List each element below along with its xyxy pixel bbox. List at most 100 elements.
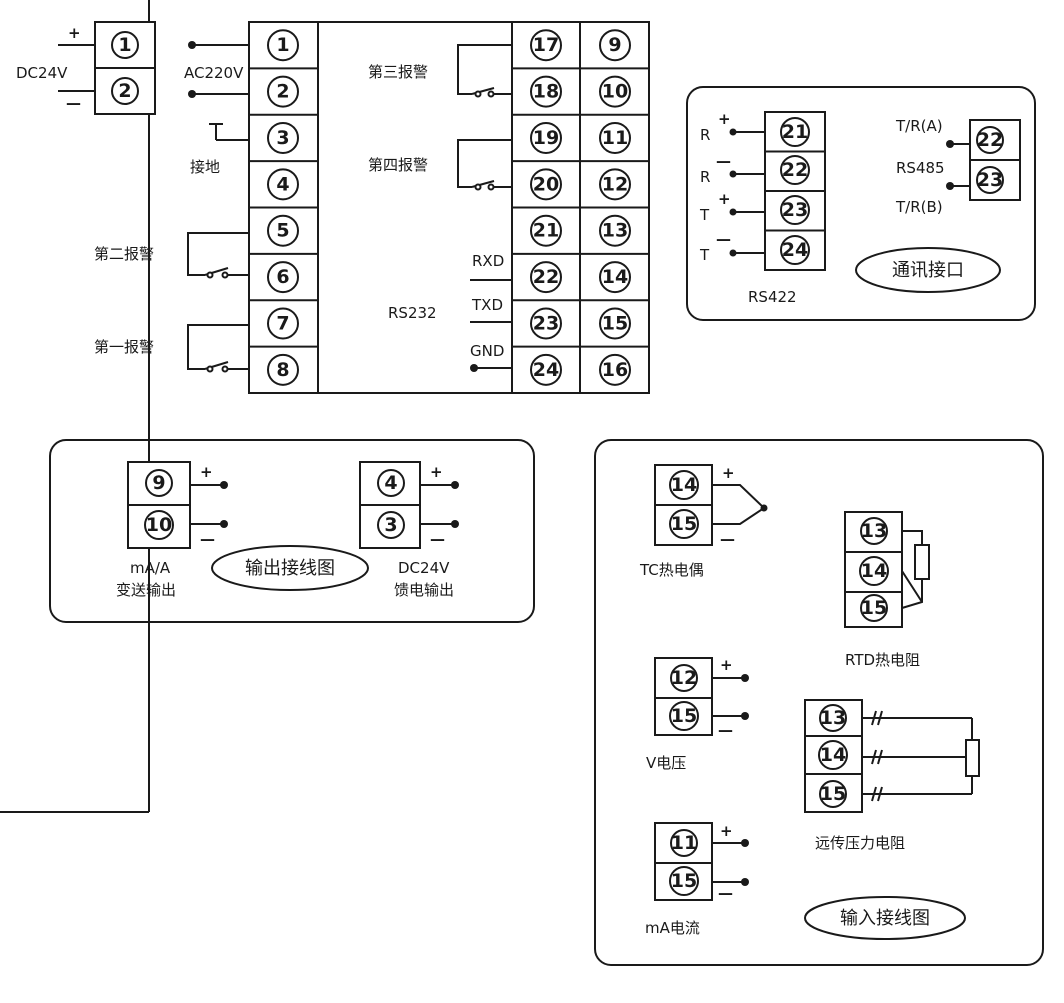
rp-terminal-13: 13 [820,707,846,729]
ground-connection: 接地 [190,123,249,176]
main-mid-terminal-24: 24 [533,359,559,381]
main-left-terminal-4: 4 [276,173,289,195]
output-title: 输出接线图 [245,558,335,579]
comm-title: 通讯接口 [892,260,964,281]
rs422-terminal-24: 24 [782,239,808,261]
rs232-label: RS232 [388,304,437,322]
input-wiring-panel: 14 15 + — TC热电偶 13 14 15 RTD热电阻 [594,439,1044,966]
alarm4-relay: 第四报警 [368,139,512,191]
output-ma-label2: 变送输出 [116,581,176,599]
terminal-2: 2 [118,80,131,102]
voltage-input: 12 15 + — V电压 [646,656,749,772]
output-dc-plus: + [430,463,443,481]
main-right-terminal-14: 14 [602,266,628,288]
tc-minus: — [720,530,735,548]
rs422-terminal-23: 23 [782,199,808,221]
tc-thermocouple: 14 15 + — TC热电偶 [639,464,768,579]
ma-label: mA电流 [645,919,700,937]
main-right-terminal-16: 16 [602,359,628,381]
ma-minus: — [718,884,733,902]
alarm2-relay: 第二报警 [94,232,249,279]
main-right-terminal-13: 13 [602,220,628,242]
rxd-label: RXD [472,252,504,270]
v-label: V电压 [646,754,686,772]
main-mid-terminal-21: 21 [533,220,559,242]
t-plus-sign: + [718,190,731,208]
ma-plus: + [720,822,733,840]
rtd-label: RTD热电阻 [845,651,920,669]
tc-terminal-15: 15 [671,513,697,535]
remote-pressure-resistor: 13 14 15 远传压力电阻 [804,699,980,852]
alarm4-label: 第四报警 [368,156,428,174]
tc-terminal-14: 14 [671,474,697,496]
output-dc-minus: — [430,530,445,548]
tra-label: T/R(A) [895,117,943,135]
output-ma-label1: mA/A [130,559,171,577]
t-minus-label: T [699,246,710,264]
main-left-terminal-5: 5 [276,220,289,242]
rtd-terminal-13: 13 [861,520,887,542]
r-minus-sign: — [716,152,731,170]
t-minus-sign: — [716,230,731,248]
rs485-label: RS485 [896,159,945,177]
rs485-terminal-23: 23 [977,169,1003,191]
main-mid-terminal-17: 17 [533,34,559,56]
rs232-port: RXD TXD GND RS232 [388,252,512,372]
dc24v-label: DC24V [16,64,68,82]
txd-label: TXD [471,296,503,314]
main-right-terminal-10: 10 [602,81,628,103]
alarm1-label: 第一报警 [94,338,154,356]
output-dc-label1: DC24V [398,559,450,577]
t-plus-label: T [699,206,710,224]
ma-current-input: 11 15 + — mA电流 [645,822,749,937]
main-left-terminal-2: 2 [276,81,289,103]
r-plus-label: R [700,126,710,144]
main-mid-terminal-20: 20 [533,173,559,195]
main-right-terminal-12: 12 [602,173,628,195]
ma-terminal-15: 15 [671,870,697,892]
ma-terminal-11: 11 [671,832,697,854]
rp-terminal-15: 15 [820,783,846,805]
main-mid-terminal-19: 19 [533,127,559,149]
main-right-terminal-15: 15 [602,312,628,334]
main-right-terminal-11: 11 [602,127,628,149]
ac220v-label: AC220V [184,64,244,82]
output-dc-terminal-3: 3 [384,514,397,536]
terminal-1: 1 [118,34,131,56]
main-mid-terminal-23: 23 [533,312,559,334]
rs422-label: RS422 [748,288,797,306]
dc-plus-sign: + [68,24,81,42]
rp-terminal-14: 14 [820,744,846,766]
main-left-terminal-3: 3 [276,127,289,149]
alarm3-relay: 第三报警 [368,44,512,98]
dc-minus-sign: — [66,94,81,112]
rtd-terminal-14: 14 [861,560,887,582]
output-ma-terminal-9: 9 [152,472,165,494]
tc-label: TC热电偶 [639,561,704,579]
output-dc-label2: 馈电输出 [394,581,454,599]
output-ma-plus: + [200,463,213,481]
main-left-terminal-8: 8 [276,359,289,381]
main-left-terminal-1: 1 [276,34,289,56]
trb-label: T/R(B) [895,198,943,216]
output-dc-terminal-4: 4 [384,472,397,494]
r-minus-label: R [700,168,710,186]
main-left-terminal-7: 7 [276,312,289,334]
alarm3-label: 第三报警 [368,63,428,81]
ground-label: 接地 [190,158,220,176]
rtd-terminal-15: 15 [861,597,887,619]
main-mid-terminal-22: 22 [533,266,559,288]
input-title: 输入接线图 [840,908,930,929]
bracket-line [0,0,150,813]
rs485-terminal-22: 22 [977,129,1003,151]
v-plus: + [720,656,733,674]
alarm1-relay: 第一报警 [94,324,249,373]
gnd-label: GND [470,342,504,360]
output-ma-minus: — [200,530,215,548]
main-right-terminal-9: 9 [608,34,621,56]
v-terminal-12: 12 [671,667,697,689]
rs422-terminal-22: 22 [782,159,808,181]
output-wiring-panel: 9 10 + — mA/A 变送输出 4 3 + — DC24V 馈电输出 输出… [49,439,535,623]
